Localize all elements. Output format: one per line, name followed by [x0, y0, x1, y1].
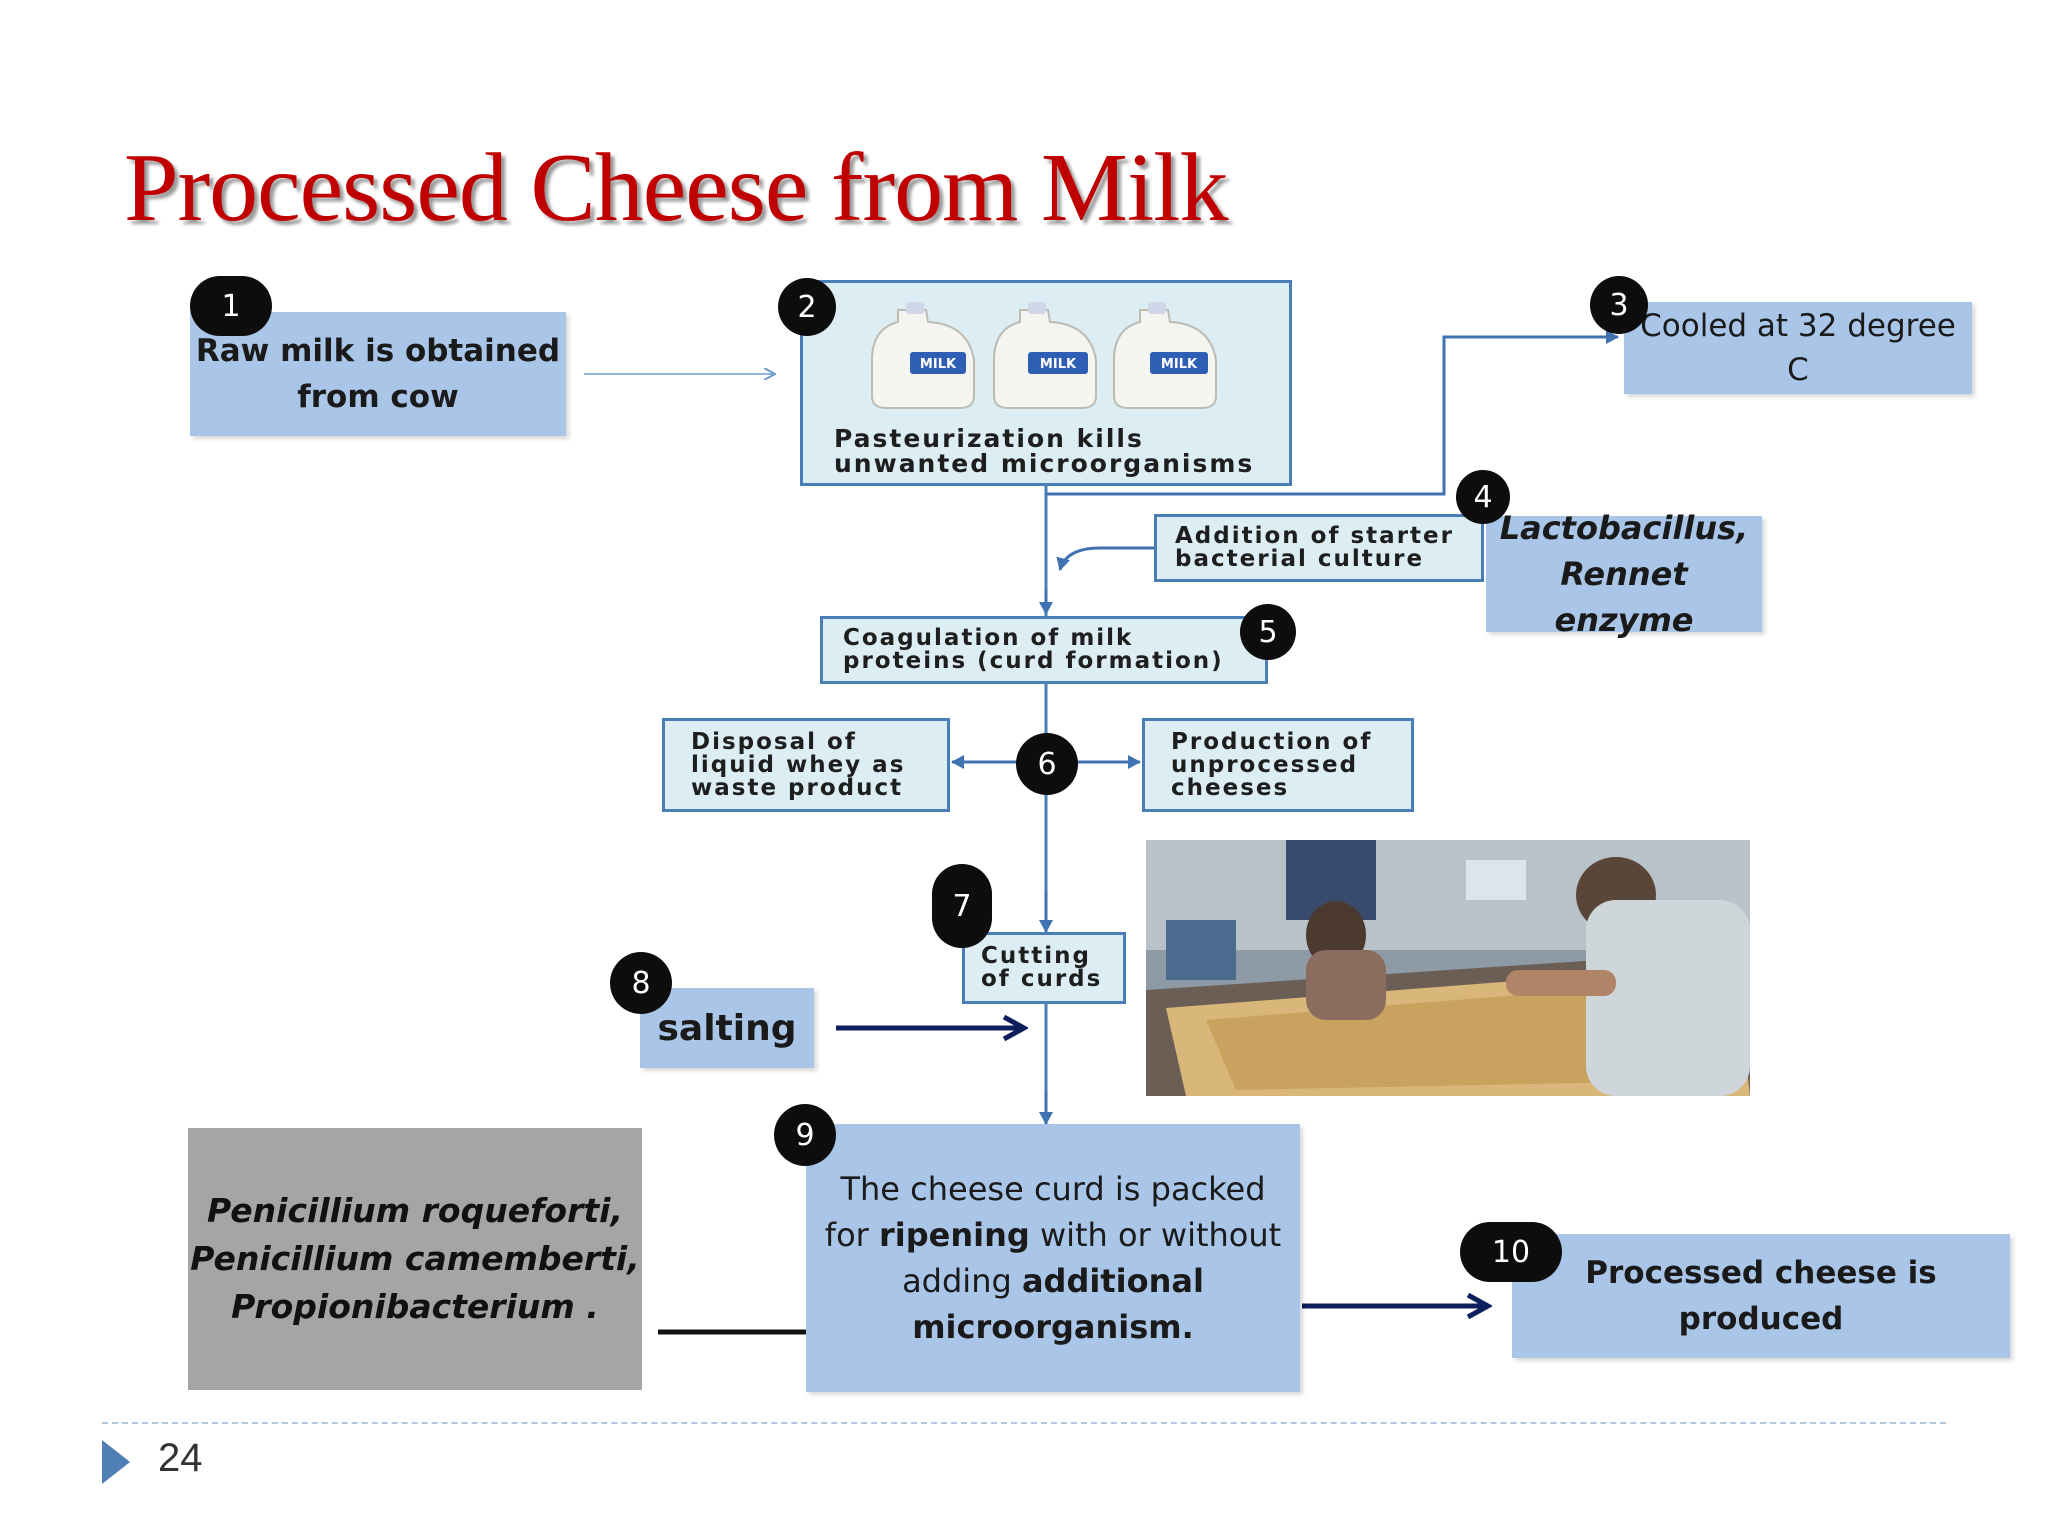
step10-box: Processed cheese is produced [1512, 1234, 2010, 1358]
step2-line2: unwanted microorganisms [834, 449, 1255, 478]
step6-left-line2: liquid whey as [691, 751, 906, 778]
step9-box: The cheese curd is packed for ripening w… [806, 1124, 1300, 1392]
step8-box: salting [640, 988, 814, 1068]
step4-line2: bacterial culture [1175, 546, 1425, 572]
step3-line1: Cooled at 32 degree [1640, 308, 1956, 344]
ripening-microbes-box: Penicillium roqueforti, Penicillium came… [188, 1128, 642, 1390]
cheese-vat-photo [1146, 840, 1750, 1096]
slide-title: Processed Cheese from Milk [124, 134, 1228, 242]
step6-left-line1: Disposal of [691, 728, 857, 755]
step5-badge: 5 [1240, 604, 1296, 660]
triangle-right-icon [102, 1440, 130, 1484]
milk-jug-3: MILK [1113, 302, 1217, 409]
step3-line2: C [1787, 352, 1809, 388]
step6-right-line3: cheeses [1171, 774, 1290, 801]
svg-text:MILK: MILK [920, 357, 957, 372]
slide-number: 24 [158, 1436, 203, 1480]
arrow-2-to-3 [1046, 330, 1619, 496]
step9-line2: for ripening with or without [824, 1216, 1282, 1254]
step6-left-line3: waste product [691, 774, 904, 801]
step2-badge: 2 [778, 278, 836, 336]
step10-badge: 10 [1460, 1222, 1562, 1282]
svg-text:MILK: MILK [1040, 357, 1077, 372]
step2-line1: Pasteurization kills [834, 424, 1144, 453]
step4-agent-line2: Rennet enzyme [1554, 555, 1694, 639]
step4-badge: 4 [1456, 470, 1510, 524]
step1-badge: 1 [190, 276, 272, 336]
step7-line1: Cutting [981, 943, 1091, 969]
step8-label: salting [657, 1007, 797, 1049]
step10-line2: produced [1678, 1301, 1844, 1337]
milk-jug-2: MILK [993, 302, 1097, 409]
microbe-line1: Penicillium roqueforti, [206, 1191, 623, 1230]
step10-line1: Processed cheese is [1585, 1255, 1937, 1291]
step2-caption: Pasteurization kills unwanted microorgan… [834, 426, 1254, 476]
step8-badge: 8 [610, 952, 672, 1014]
step5-line2: proteins (curd formation) [843, 648, 1224, 674]
step1-box: Raw milk is obtained from cow [190, 312, 566, 436]
step4-agent-line1: Lactobacillus, [1499, 509, 1749, 547]
step7-badge: 7 [932, 864, 992, 948]
step4-line1: Addition of starter [1175, 523, 1454, 549]
footer-divider [102, 1422, 1946, 1424]
step7-line2: of curds [981, 966, 1103, 992]
milk-jugs-image: MILK MILK MILK [871, 302, 1217, 409]
step1-line2: from cow [297, 379, 459, 415]
step6-right-line2: unprocessed [1171, 751, 1359, 778]
step1-line1: Raw milk is obtained [195, 333, 561, 369]
step6-badge: 6 [1016, 733, 1078, 795]
step9-line1: The cheese curd is packed [840, 1170, 1266, 1208]
arrow-4-in [1056, 546, 1154, 571]
step6-right-line1: Production of [1171, 728, 1373, 755]
milk-jug-1: MILK [871, 302, 975, 409]
step9-line4: microorganism. [912, 1308, 1194, 1346]
step9-line3: adding additional [902, 1262, 1204, 1300]
step4-agent-box: Lactobacillus, Rennet enzyme [1486, 509, 1762, 639]
step3-badge: 3 [1590, 276, 1648, 334]
microbe-line2: Penicillium camemberti, [190, 1239, 640, 1278]
svg-text:MILK: MILK [1161, 357, 1198, 372]
step9-badge: 9 [774, 1104, 836, 1166]
microbe-line3: Propionibacterium . [231, 1287, 599, 1326]
step5-line1: Coagulation of milk [843, 625, 1134, 651]
